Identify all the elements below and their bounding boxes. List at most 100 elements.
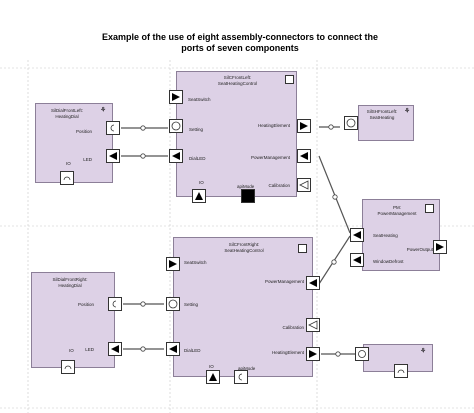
port-label-calibration: Calibration bbox=[282, 325, 304, 330]
port-label-io: IO bbox=[199, 180, 204, 185]
right-arrow-icon bbox=[300, 122, 308, 130]
component-icon bbox=[298, 244, 307, 253]
provider-port-icon bbox=[110, 124, 115, 132]
right-arrow-icon bbox=[169, 260, 177, 268]
component-type-name: SeatHeating bbox=[369, 114, 395, 120]
title-line-1: Example of the use of eight assembly-con… bbox=[101, 32, 379, 42]
port-label-io: IO bbox=[69, 348, 74, 353]
port-label-io: IO bbox=[66, 161, 71, 166]
component-dial-front-left[interactable]: SilDialFrontLeft: HeatingDial ⚘ Position… bbox=[35, 103, 113, 183]
component-seat-heating-front-left[interactable]: SilSHFrontLeft: SeatHeating ⚘ bbox=[358, 105, 414, 141]
port-label-heating-element: HeatingElement bbox=[257, 123, 290, 128]
port-label-power-management: PowerManagement bbox=[250, 155, 290, 160]
left-arrow-icon bbox=[169, 345, 177, 353]
component-name: PM: PowerManagement bbox=[363, 205, 431, 216]
right-arrow-icon bbox=[436, 243, 444, 251]
port-power-management-right[interactable] bbox=[306, 276, 320, 290]
port-dial-led-left[interactable] bbox=[169, 149, 183, 163]
component-name: SilCFrontLeft: SeatHeatingControl bbox=[177, 75, 298, 86]
port-label-led: LED bbox=[83, 157, 92, 162]
port-setting-left[interactable] bbox=[169, 119, 183, 133]
component-instance-name: SilDialFrontLeft: bbox=[50, 108, 83, 113]
port-label-dial-led: DialLED bbox=[189, 156, 206, 161]
component-type-name: SeatHeatingControl bbox=[224, 247, 264, 253]
port-pm-seat-heating[interactable] bbox=[350, 228, 364, 242]
port-pm-window-defrost[interactable] bbox=[350, 253, 364, 267]
left-arrow-icon bbox=[109, 152, 117, 160]
component-name: SilCFrontRight: SeatHeatingControl bbox=[174, 242, 314, 253]
port-heating-element-right[interactable] bbox=[306, 347, 320, 361]
left-arrow-icon bbox=[111, 345, 119, 353]
left-arrow-icon bbox=[353, 231, 361, 239]
component-type-name: SeatHeatingControl bbox=[217, 80, 258, 86]
component-name: SilDialFrontLeft: HeatingDial bbox=[36, 108, 98, 119]
port-label-api-mode: apiMode bbox=[238, 366, 256, 371]
required-port-icon bbox=[346, 118, 356, 128]
component-type-name: HeatingDial bbox=[55, 113, 79, 119]
port-label-led: LED bbox=[85, 347, 94, 352]
port-io-control-left[interactable] bbox=[192, 189, 206, 203]
port-label-seat-heating: SeatHeating bbox=[373, 233, 398, 238]
left-arrow-icon bbox=[353, 256, 361, 264]
port-api-mode-left[interactable] bbox=[241, 189, 255, 203]
provider-port-icon bbox=[112, 300, 117, 308]
component-icon bbox=[425, 204, 434, 213]
component-type-name: PowerManagement bbox=[377, 210, 417, 216]
port-led-dial-left[interactable] bbox=[106, 149, 120, 163]
port-dial-led-right[interactable] bbox=[166, 342, 180, 356]
up-arrow-icon bbox=[195, 192, 203, 200]
component-instance-name: SilDialFrontRight: bbox=[52, 277, 88, 282]
port-label-position: Position bbox=[77, 302, 94, 307]
component-instance-name: SilCFrontRight: bbox=[228, 242, 260, 247]
port-heating-element-left[interactable] bbox=[297, 119, 311, 133]
left-triangle-outline-icon bbox=[299, 180, 309, 190]
port-api-mode-right[interactable] bbox=[234, 370, 248, 384]
component-instance-name: PM: bbox=[392, 205, 401, 210]
port-label-dial-led: DialLED bbox=[184, 348, 201, 353]
port-label-seat-switch: SeatSwitch bbox=[188, 97, 211, 102]
component-instance-name: SilCFrontLeft: bbox=[223, 75, 252, 80]
port-label-seat-switch: SeatSwitch bbox=[184, 260, 207, 265]
port-label-calibration: Calibration bbox=[268, 183, 290, 188]
port-seat-heating-left-input[interactable] bbox=[344, 116, 358, 130]
port-power-management-left[interactable] bbox=[297, 149, 311, 163]
component-name: SilDialFrontRight: HeatingDial bbox=[32, 277, 108, 288]
port-calibration-left[interactable] bbox=[297, 178, 311, 192]
port-position-dial-right[interactable] bbox=[108, 297, 122, 311]
component-icon: ⚘ bbox=[420, 348, 427, 355]
port-label-io: IO bbox=[209, 364, 214, 369]
component-control-front-right[interactable]: SilCFrontRight: SeatHeatingControl SeatS… bbox=[173, 237, 313, 377]
left-arrow-icon bbox=[300, 152, 308, 160]
port-io-dial-left[interactable] bbox=[60, 171, 74, 185]
port-label-api-mode: apiMode bbox=[237, 184, 255, 189]
port-pm-power-output[interactable] bbox=[433, 240, 447, 254]
component-control-front-left[interactable]: SilCFrontLeft: SeatHeatingControl SeatSw… bbox=[176, 71, 297, 197]
component-dial-front-right[interactable]: SilDialFrontRight: HeatingDial Position … bbox=[31, 272, 115, 368]
io-port-icon bbox=[64, 365, 72, 370]
right-arrow-icon bbox=[309, 350, 317, 358]
left-arrow-icon bbox=[309, 279, 317, 287]
required-port-icon bbox=[168, 299, 178, 309]
diagram-title: Example of the use of eight assembly-con… bbox=[95, 32, 385, 54]
port-io-dial-right[interactable] bbox=[61, 360, 75, 374]
port-calibration-right[interactable] bbox=[306, 318, 320, 332]
port-label-window-defrost: WindowDefrost bbox=[373, 259, 404, 264]
port-label-power-management: PowerManagement bbox=[264, 279, 304, 284]
provider-port-icon bbox=[238, 373, 243, 381]
required-port-icon bbox=[358, 350, 366, 358]
io-port-icon bbox=[397, 369, 405, 374]
component-name: SilSHFrontLeft: SeatHeating bbox=[359, 109, 405, 120]
port-io-control-right[interactable] bbox=[206, 370, 220, 384]
port-led-dial-right[interactable] bbox=[108, 342, 122, 356]
port-seat-switch-left[interactable] bbox=[169, 90, 183, 104]
title-line-2: ports of seven components bbox=[181, 43, 299, 53]
port-setting-right[interactable] bbox=[166, 297, 180, 311]
left-triangle-outline-icon bbox=[308, 320, 318, 330]
port-io-seat-heating-right[interactable] bbox=[394, 364, 408, 378]
port-seat-switch-right[interactable] bbox=[166, 257, 180, 271]
component-power-management[interactable]: PM: PowerManagement SeatHeating PowerOut… bbox=[362, 199, 440, 271]
component-instance-name: SilSHFrontLeft: bbox=[366, 109, 398, 114]
port-seat-heating-right-input[interactable] bbox=[355, 347, 369, 361]
port-position-dial-left[interactable] bbox=[106, 121, 120, 135]
